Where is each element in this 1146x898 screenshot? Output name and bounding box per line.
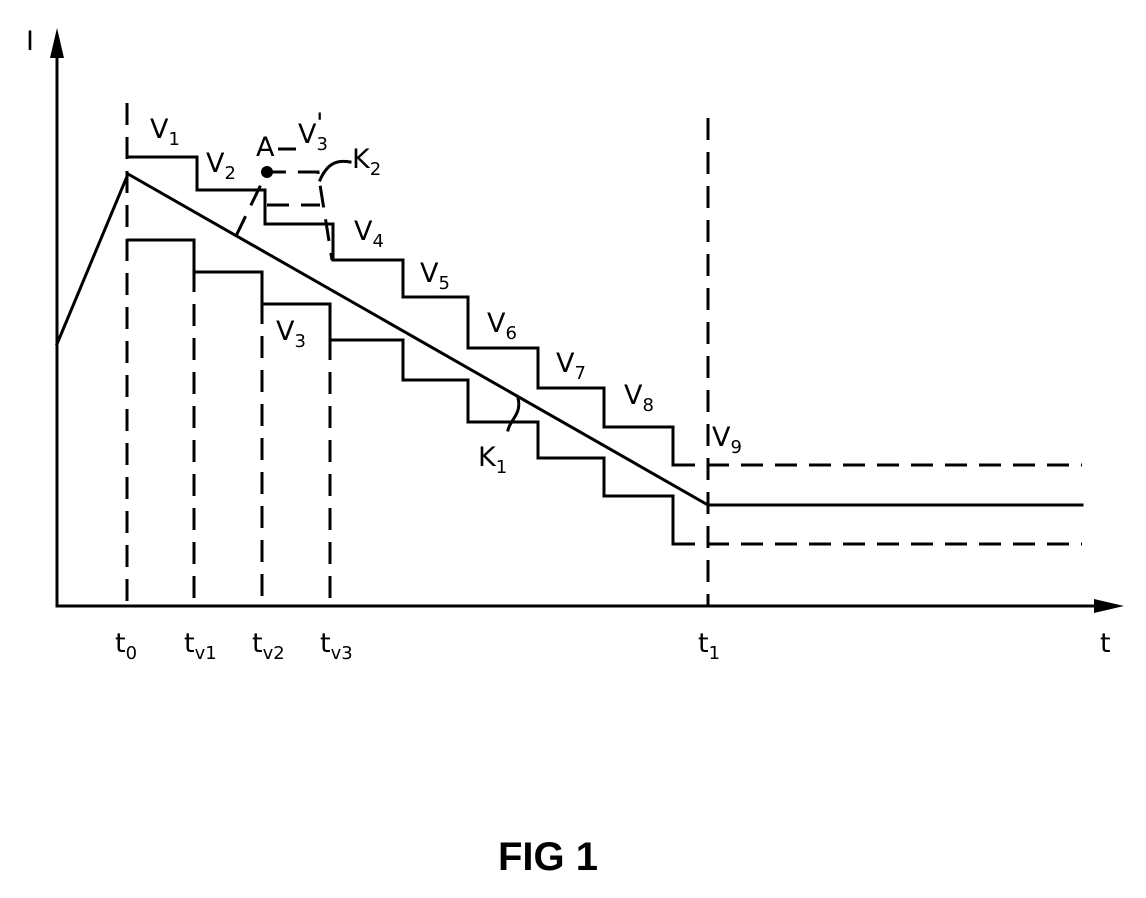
v4-label: V4 (354, 216, 384, 252)
point-a-marker (261, 166, 273, 178)
v5-label: V5 (420, 258, 450, 294)
tv1-label: tv1 (184, 628, 217, 664)
t1-label: t1 (698, 628, 720, 664)
upper-step-curve (128, 157, 673, 465)
x-axis-label: t (1100, 628, 1111, 659)
v2-label: V2 (206, 148, 236, 184)
v7-label: V7 (556, 348, 586, 384)
t0-label: t0 (115, 628, 137, 664)
v3-label: V3 (276, 316, 306, 352)
figure-caption: FIG 1 (498, 835, 598, 879)
lower-step-curve (128, 240, 673, 544)
k1-label: K1 (478, 442, 507, 478)
k2-label: K2 (352, 144, 381, 180)
x-axis-arrow-icon (1094, 599, 1124, 613)
v3-prime-dashed-step (236, 172, 332, 260)
v3-prime-label: V3' (298, 108, 328, 155)
v9-label: V9 (712, 422, 742, 458)
y-axis-label: I (26, 26, 34, 57)
k1-leader-line (508, 398, 519, 430)
v6-label: V6 (487, 308, 517, 344)
v1-label: V1 (150, 114, 180, 150)
k1-curve (57, 174, 1082, 505)
tv3-label: tv3 (320, 628, 353, 664)
tv2-label: tv2 (252, 628, 285, 664)
v8-label: V8 (624, 380, 654, 416)
k2-leader-line (320, 161, 350, 180)
y-axis-arrow-icon (50, 28, 64, 58)
point-a-label: A (256, 132, 275, 163)
